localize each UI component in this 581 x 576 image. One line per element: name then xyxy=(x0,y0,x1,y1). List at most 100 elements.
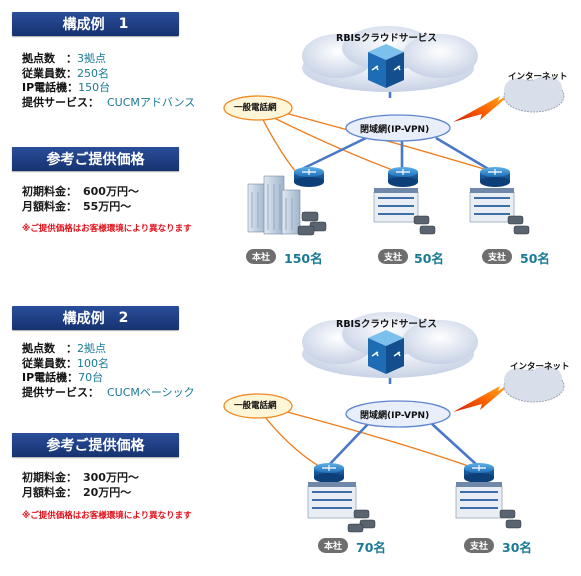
cloud-label: RBISクラウドサービス xyxy=(336,33,437,44)
price-label: 初期料金： xyxy=(22,471,77,484)
spec-list: 拠点数 ：2拠点 従業員数：100名 IP電話機：70台 提供サービス： CUCM… xyxy=(22,342,195,400)
lightning-bolt-icon xyxy=(453,378,518,412)
site-badge: 支社 xyxy=(482,249,513,264)
spec-value: 3拠点 xyxy=(77,52,106,65)
ipvpn-label: 閉域網(IP-VPN) xyxy=(360,411,430,421)
spec-label: 従業員数： xyxy=(22,66,77,80)
site-count: 50名 xyxy=(414,251,444,266)
price-list: 初期料金： 600万円～ 月額料金： 55万円～ xyxy=(22,185,139,214)
price-title-bar: 参考ご提供価格 xyxy=(12,433,179,457)
price-value: 300万円～ xyxy=(83,471,139,484)
spec-row-phones: IP電話機：70台 xyxy=(22,371,195,386)
spec-label: 提供サービス： xyxy=(22,95,99,109)
call-manager-icon xyxy=(368,44,404,88)
internet-cloud-icon xyxy=(503,76,565,113)
spec-row-service: 提供サービス： CUCMアドバンス xyxy=(22,96,195,111)
price-title-bar: 参考ご提供価格 xyxy=(12,147,179,171)
router-icon xyxy=(294,167,324,187)
spec-label: IP電話機： xyxy=(22,371,79,384)
ip-phone-icon xyxy=(507,215,524,225)
ip-phone-icon xyxy=(499,509,516,519)
spec-value: CUCMベーシック xyxy=(107,385,195,399)
spec-value: CUCMアドバンス xyxy=(107,95,196,109)
price-row-initial: 初期料金： 300万円～ xyxy=(22,471,139,486)
branch-building-icon xyxy=(455,482,503,519)
spec-value: 2拠点 xyxy=(77,342,106,355)
network-diagram: RBISクラウドサービス インターネット 一般電話網 閉域網(IP-VPN) 本… xyxy=(218,0,581,288)
spec-row-phones: IP電話機：150台 xyxy=(22,81,195,96)
cloud-label: RBISクラウドサービス xyxy=(336,319,437,330)
ipvpn-label: 閉域網(IP-VPN) xyxy=(360,125,430,135)
site-count: 70名 xyxy=(356,540,386,555)
example-title-bar: 構成例 2 xyxy=(12,306,179,330)
pstn-cloud-icon xyxy=(223,393,293,419)
price-value: 20万円～ xyxy=(83,485,132,499)
spec-label: 提供サービス： xyxy=(22,385,99,399)
example-title: 構成例 xyxy=(62,17,105,33)
example-title-bar: 構成例 1 xyxy=(12,12,179,36)
example-title: 構成例 xyxy=(62,311,105,327)
router-icon xyxy=(314,463,344,483)
headquarters-building-icon xyxy=(307,482,357,519)
call-manager-icon xyxy=(368,330,404,374)
spec-row-service: 提供サービス： CUCMベーシック xyxy=(22,386,195,401)
spec-label: 従業員数： xyxy=(22,356,77,370)
spec-label: 拠点数 ： xyxy=(22,52,77,65)
spec-row-sites: 拠点数 ：3拠点 xyxy=(22,52,195,67)
spec-value: 70台 xyxy=(78,371,104,384)
price-value: 55万円～ xyxy=(83,199,132,213)
spec-value: 100名 xyxy=(77,356,109,370)
spec-row-sites: 拠点数 ：2拠点 xyxy=(22,342,195,357)
pstn-label: 一般電話網 xyxy=(234,103,277,113)
headquarters-building-icon xyxy=(247,175,301,235)
ip-phone-icon xyxy=(301,211,319,222)
router-icon xyxy=(464,463,494,483)
site-count: 50名 xyxy=(520,251,550,266)
ip-phone-icon xyxy=(513,225,530,235)
lightning-bolt-icon xyxy=(453,88,518,122)
network-diagram-svg xyxy=(223,26,565,236)
site-count: 30名 xyxy=(502,540,532,555)
internet-label: インターネット xyxy=(510,362,570,372)
ip-phone-icons xyxy=(347,509,522,533)
ip-phone-icon xyxy=(353,509,370,519)
price-label: 初期料金： xyxy=(22,185,77,198)
ip-phone-icon xyxy=(419,225,436,235)
spec-value: 250名 xyxy=(77,66,109,80)
site-badge: 本社 xyxy=(246,249,277,264)
ip-phone-icon xyxy=(347,523,364,533)
spec-label: 拠点数 ： xyxy=(22,342,77,355)
price-label: 月額料金： xyxy=(22,199,77,213)
price-row-monthly: 月額料金： 20万円～ xyxy=(22,486,139,501)
pstn-label: 一般電話網 xyxy=(234,401,277,411)
price-row-monthly: 月額料金： 55万円～ xyxy=(22,200,139,215)
branch-building-icon xyxy=(373,188,419,223)
example-number: 2 xyxy=(118,310,129,326)
price-list: 初期料金： 300万円～ 月額料金： 20万円～ xyxy=(22,471,139,500)
ipvpn-ellipse xyxy=(345,114,451,142)
price-label: 月額料金： xyxy=(22,485,77,499)
site-badge: 支社 xyxy=(378,249,409,264)
price-row-initial: 初期料金： 600万円～ xyxy=(22,185,139,200)
router-icon xyxy=(480,167,510,187)
price-note: ※ご提供価格はお客様環境により異なります xyxy=(22,224,192,234)
price-value: 600万円～ xyxy=(83,185,139,198)
config-example-1: 構成例 1 拠点数 ：3拠点 従業員数：250名 IP電話機：150台 提供サー… xyxy=(12,0,581,288)
example-number: 1 xyxy=(118,16,129,32)
vpn-links xyxy=(299,72,491,172)
ipvpn-ellipse xyxy=(345,400,451,428)
site-badge: 本社 xyxy=(318,538,349,553)
spec-value: 150台 xyxy=(78,81,111,94)
spec-row-employees: 従業員数：250名 xyxy=(22,67,195,82)
router-icon xyxy=(388,167,418,187)
ip-phone-icon xyxy=(413,215,430,225)
internet-label: インターネット xyxy=(508,72,568,82)
network-diagram-svg xyxy=(223,312,565,533)
branch-building-icon xyxy=(469,188,515,223)
pstn-cloud-icon xyxy=(223,95,293,121)
spec-list: 拠点数 ：3拠点 従業員数：250名 IP電話機：150台 提供サービス： CUC… xyxy=(22,52,195,110)
config-example-2: 構成例 2 拠点数 ：2拠点 従業員数：100名 IP電話機：70台 提供サービ… xyxy=(0,288,581,576)
spec-row-employees: 従業員数：100名 xyxy=(22,357,195,372)
ip-phone-icon xyxy=(297,225,315,236)
spec-label: IP電話機： xyxy=(22,81,79,94)
